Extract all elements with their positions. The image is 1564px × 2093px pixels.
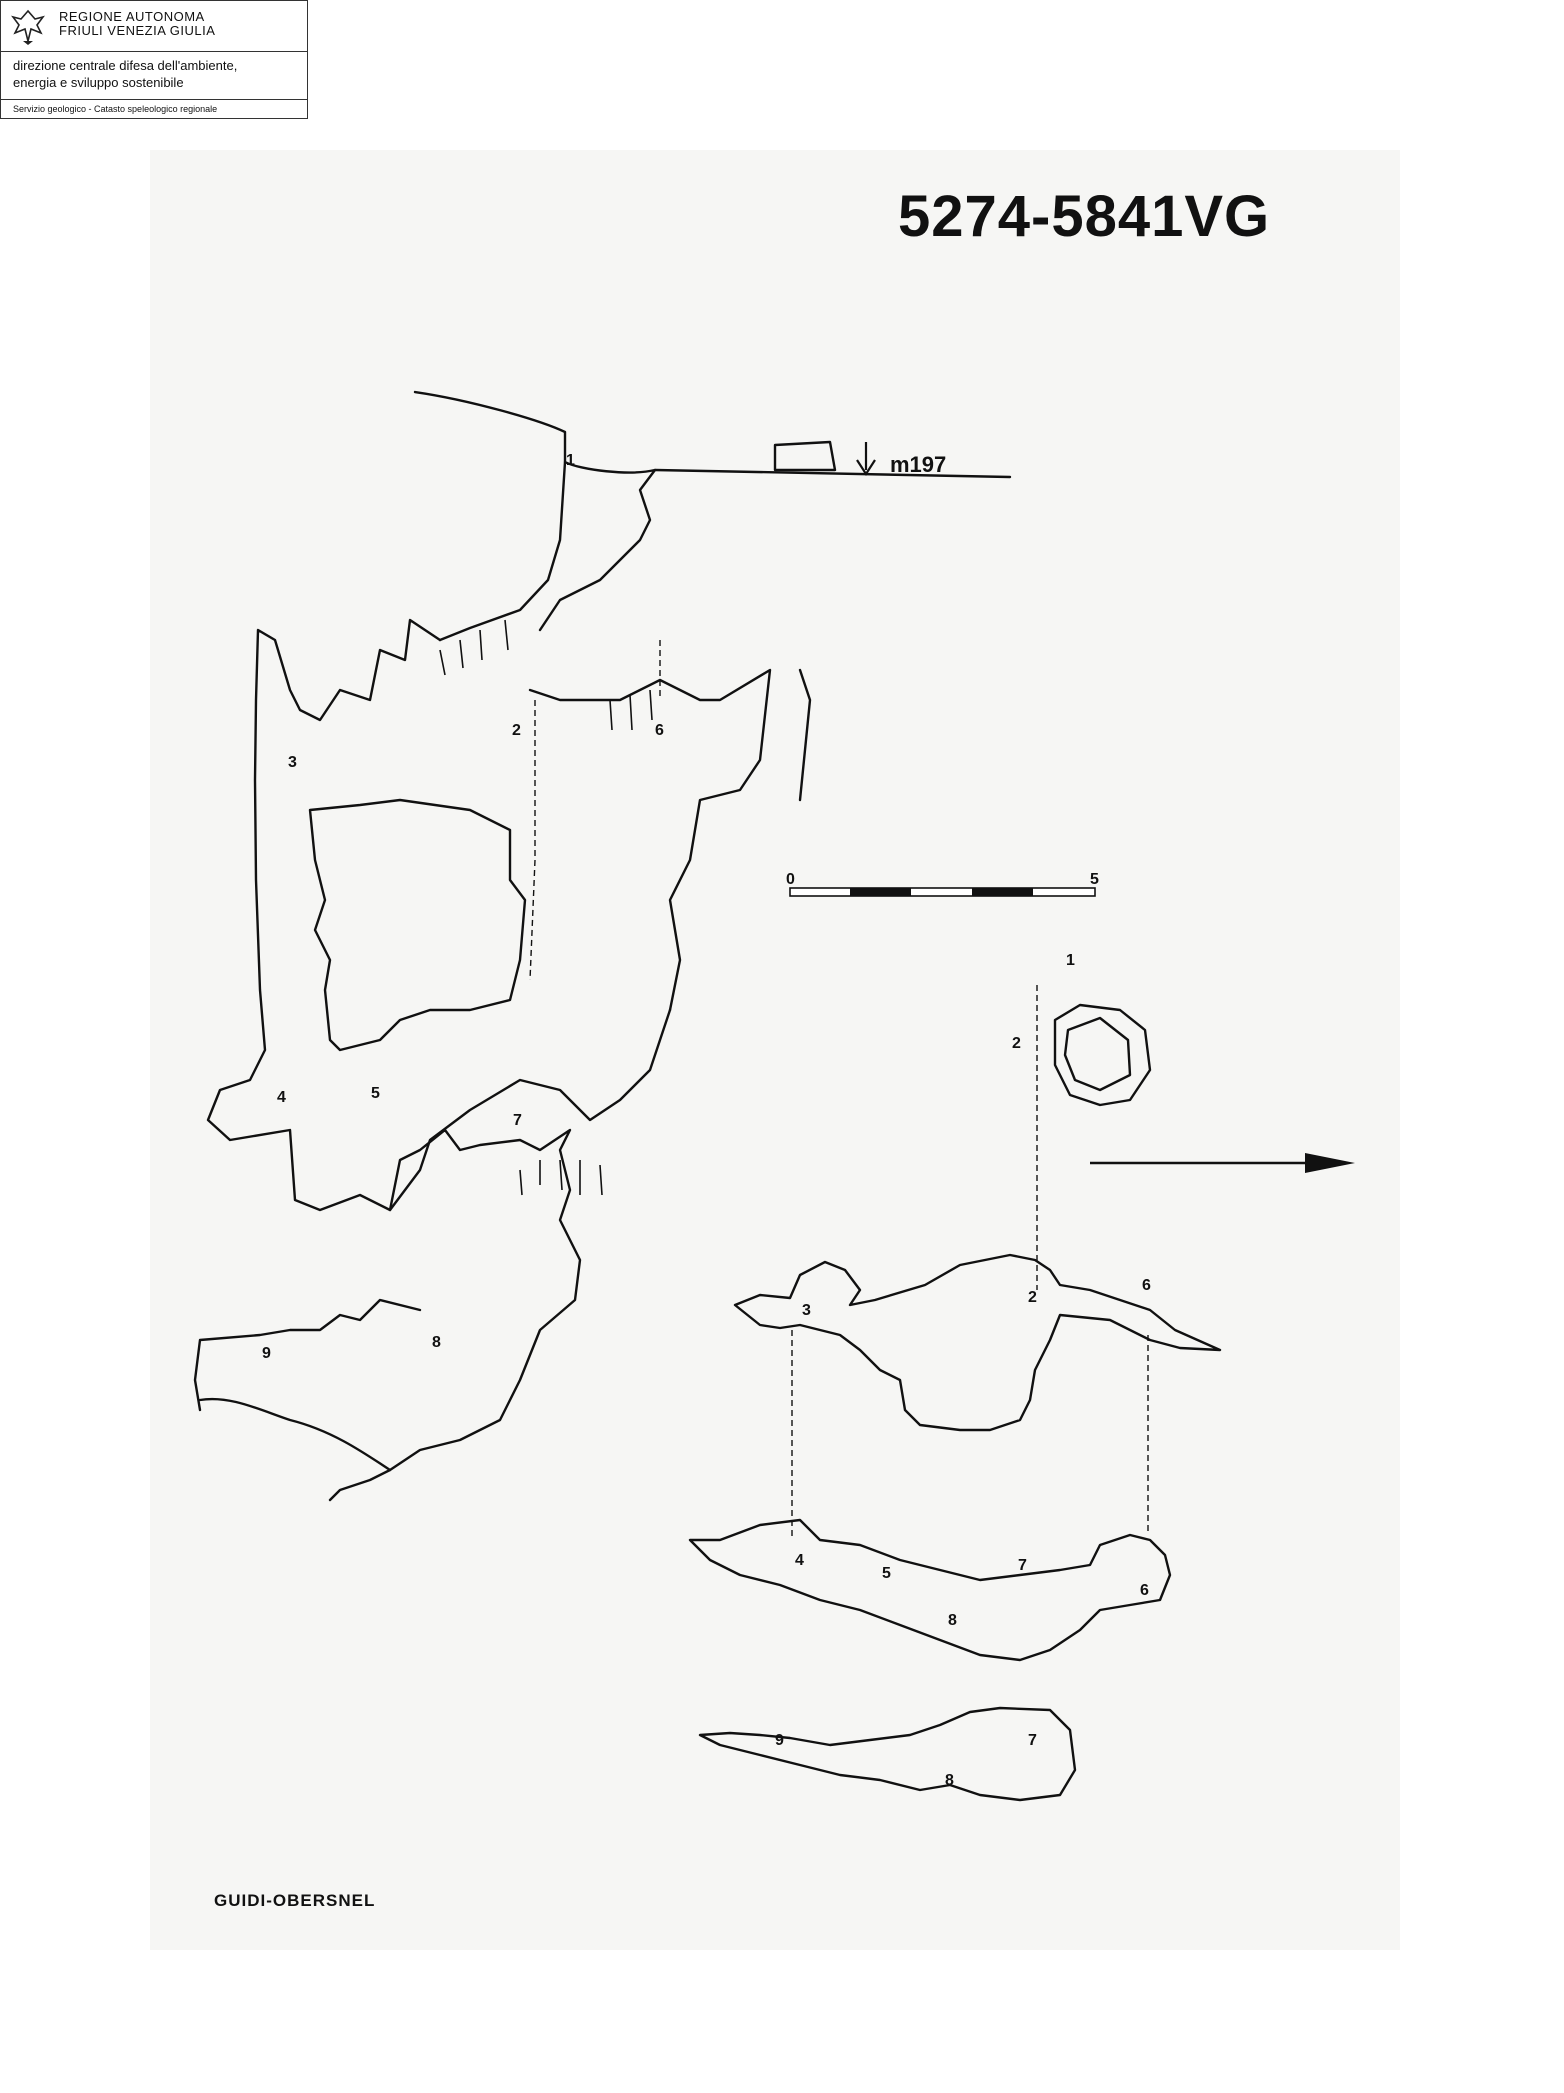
lower-floor — [198, 1397, 392, 1472]
label-8-plan: 8 — [948, 1612, 957, 1629]
directorate-name: direzione centrale difesa dell'ambiente,… — [13, 57, 237, 91]
label-2-section: 2 — [512, 722, 521, 739]
cross-section-1-2-inner — [1063, 1016, 1132, 1092]
label-6-plan: 6 — [1142, 1277, 1151, 1294]
entrance-wall-right — [538, 468, 657, 632]
cave-code-title: 5274-5841VG — [898, 184, 1271, 249]
scale-bar: 0 5 — [786, 871, 1099, 897]
inner-pillar — [308, 798, 527, 1052]
surface-line — [413, 390, 1012, 479]
label-6-section: 6 — [655, 722, 664, 739]
lower-left-branch — [193, 1298, 422, 1412]
label-8-plan-bottom: 8 — [945, 1772, 954, 1789]
elevation-label: m197 — [890, 452, 946, 477]
institution-header: REGIONE AUTONOMA FRIULI VENEZIA GIULIA d… — [0, 0, 308, 119]
label-9-section: 9 — [262, 1345, 271, 1362]
section-outline-right — [798, 668, 812, 802]
directorate-line-2: energia e sviluppo sostenibile — [13, 75, 184, 90]
label-1-cross: 1 — [1066, 952, 1075, 969]
label-5-plan: 5 — [882, 1565, 891, 1582]
internal-boundary-1 — [529, 700, 536, 981]
label-2-plan: 2 — [1028, 1289, 1037, 1306]
label-7-section: 7 — [513, 1112, 522, 1129]
label-7-plan-bottom: 7 — [1028, 1732, 1037, 1749]
survey-authors: GUIDI-OBERSNEL — [214, 1891, 376, 1910]
directorate-line-1: direzione centrale difesa dell'ambiente, — [13, 58, 238, 73]
label-3-plan: 3 — [802, 1302, 811, 1319]
plan-upper — [733, 1253, 1222, 1432]
plan-bottom — [698, 1706, 1077, 1802]
region-name: REGIONE AUTONOMA FRIULI VENEZIA GIULIA — [59, 10, 215, 38]
elevation-marker: m197 — [856, 442, 946, 477]
plan-lower — [688, 1518, 1172, 1662]
label-1-section: 1 — [566, 452, 575, 469]
label-2-cross: 2 — [1012, 1035, 1021, 1052]
label-3-section: 3 — [288, 754, 297, 771]
section-labels: 1 2 3 4 5 6 7 8 9 1 2 2 3 6 4 5 7 8 6 9 … — [262, 452, 1151, 1789]
label-8-section: 8 — [432, 1334, 441, 1351]
eagle-coat-of-arms-icon — [11, 9, 45, 45]
service-name: Servizio geologico - Catasto speleologic… — [1, 99, 307, 114]
arrow-right-icon — [1090, 1153, 1355, 1173]
section-outline-mid — [528, 668, 772, 1012]
region-line-2: FRIULI VENEZIA GIULIA — [59, 23, 216, 38]
cross-section-1-2 — [1053, 1003, 1152, 1107]
label-7-plan: 7 — [1018, 1557, 1027, 1574]
region-line-1: REGIONE AUTONOMA — [59, 9, 205, 24]
entrance-block — [773, 440, 837, 472]
section-outline-left — [206, 618, 672, 1212]
label-6-plan-lower: 6 — [1140, 1582, 1149, 1599]
label-4-section: 4 — [277, 1089, 286, 1106]
label-9-plan: 9 — [775, 1732, 784, 1749]
label-4-plan: 4 — [795, 1552, 804, 1569]
scale-end-label: 5 — [1090, 871, 1099, 888]
scale-start-label: 0 — [786, 871, 795, 888]
label-5-section: 5 — [371, 1085, 380, 1102]
lower-chamber — [328, 1128, 582, 1502]
header-row-region: REGIONE AUTONOMA FRIULI VENEZIA GIULIA — [1, 1, 307, 52]
stalactites — [439, 619, 653, 1196]
entrance-wall — [438, 460, 567, 642]
